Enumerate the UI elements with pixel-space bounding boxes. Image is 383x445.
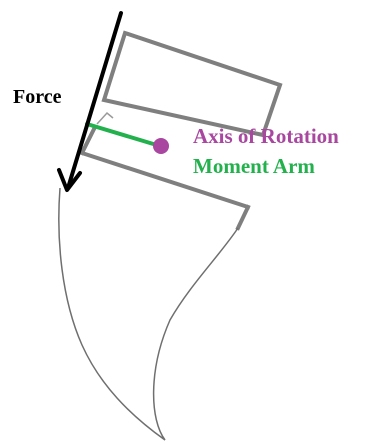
upper-bone-outline <box>101 30 283 138</box>
right-angle-marker <box>96 111 114 125</box>
axis-of-rotation-label: Axis of Rotation <box>193 124 339 148</box>
axis-of-rotation-point <box>153 138 169 154</box>
moment-arm-line <box>85 122 162 148</box>
force-arrow-shaft <box>66 11 123 190</box>
force-label: Force <box>13 86 62 108</box>
lower-bone-outline <box>79 124 251 231</box>
moment-arm-label: Moment Arm <box>193 154 315 178</box>
force-arrow-head <box>57 168 82 192</box>
claw-outline <box>58 187 239 441</box>
